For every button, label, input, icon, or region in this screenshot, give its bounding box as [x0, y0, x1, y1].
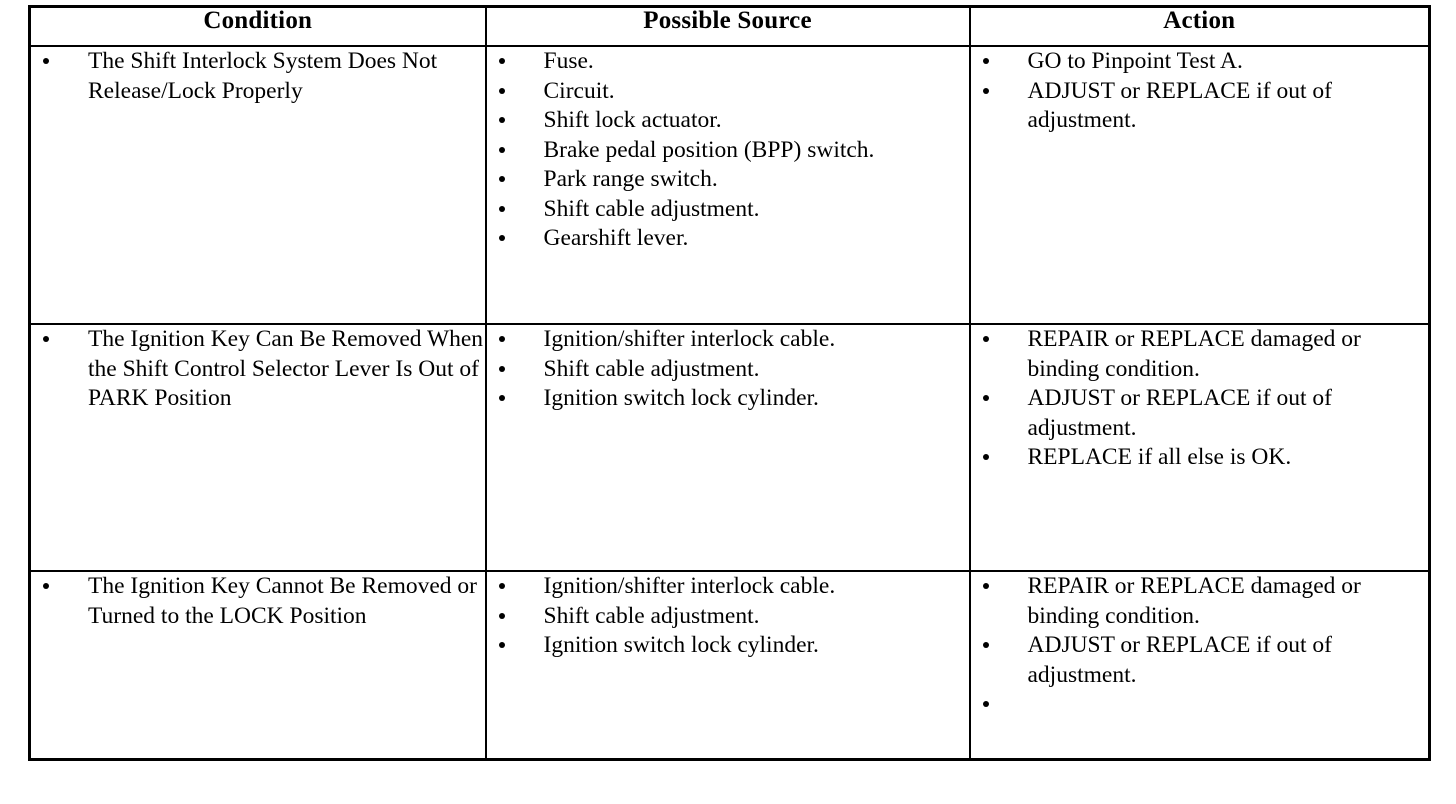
list-item: Ignition/shifter interlock cable.: [487, 325, 969, 355]
bullet-icon: [982, 87, 989, 94]
column-header-possible-source: Possible Source: [484, 5, 971, 47]
list-item: ADJUST or REPLACE if out of adjustment.: [971, 384, 1429, 443]
list-item-label: REPLACE if all else is OK.: [1027, 444, 1292, 470]
possible-source-list: Ignition/shifter interlock cable. Shift …: [487, 325, 969, 414]
table-row: The Ignition Key Can Be Removed When the…: [28, 323, 1431, 572]
bullet-icon: [498, 58, 505, 64]
bullet-icon: [43, 583, 49, 589]
bullet-icon: [43, 58, 49, 64]
list-item: Ignition switch lock cylinder.: [487, 631, 969, 661]
cell-action: REPAIR or REPLACE damaged or binding con…: [968, 323, 1431, 572]
list-item: Gearshift lever.: [487, 224, 969, 254]
list-item: GO to Pinpoint Test A.: [971, 47, 1429, 77]
cell-condition: The Ignition Key Cannot Be Removed or Tu…: [28, 570, 487, 761]
list-item: Shift cable adjustment.: [487, 602, 969, 632]
cell-condition: The Ignition Key Can Be Removed When the…: [28, 323, 487, 572]
bullet-icon: [498, 146, 505, 153]
list-item: Park range switch.: [487, 165, 969, 195]
list-item: Shift cable adjustment.: [487, 195, 969, 225]
list-item-label: GO to Pinpoint Test A.: [1027, 48, 1243, 74]
bullet-icon: [498, 235, 505, 241]
list-item: Brake pedal position (BPP) switch.: [487, 136, 969, 166]
list-item-label: Gearshift lever.: [543, 225, 689, 251]
list-item-label: Ignition switch lock cylinder.: [543, 385, 819, 411]
action-list: REPAIR or REPLACE damaged or binding con…: [971, 572, 1429, 707]
list-item-label: Shift cable adjustment.: [543, 195, 760, 222]
bullet-icon: [498, 117, 505, 123]
action-list: REPAIR or REPLACE damaged or binding con…: [971, 325, 1429, 473]
possible-source-list: Ignition/shifter interlock cable. Shift …: [487, 572, 969, 661]
table-body: The Shift Interlock System Does Not Rele…: [28, 45, 1431, 761]
list-item-label: Ignition switch lock cylinder.: [543, 632, 819, 658]
bullet-icon: [498, 612, 505, 619]
list-item-label: Fuse.: [543, 48, 594, 74]
list-item: Shift cable adjustment.: [487, 355, 969, 385]
cell-possible-source: Ignition/shifter interlock cable. Shift …: [484, 570, 971, 761]
list-item-label: Shift lock actuator.: [543, 107, 722, 133]
list-item: Circuit.: [487, 77, 969, 107]
action-list: GO to Pinpoint Test A. ADJUST or REPLACE…: [971, 47, 1429, 136]
list-item: ADJUST or REPLACE if out of adjustment.: [971, 77, 1429, 136]
list-item: [971, 690, 1429, 707]
table-header: Condition Possible Source Action: [28, 5, 1431, 47]
list-item-label: ADJUST or REPLACE if out of adjustment.: [1027, 632, 1332, 688]
bullet-icon: [498, 395, 505, 401]
list-item: Fuse.: [487, 47, 969, 77]
header-row: Condition Possible Source Action: [28, 5, 1431, 47]
list-item: REPLACE if all else is OK.: [971, 443, 1429, 473]
diagnostic-table: Condition Possible Source Action The Shi…: [28, 5, 1431, 761]
list-item-label: Ignition/shifter interlock cable.: [543, 326, 836, 352]
list-item: Ignition switch lock cylinder.: [487, 384, 969, 414]
list-item-label: Shift cable adjustment.: [543, 355, 760, 382]
list-item: Shift lock actuator.: [487, 106, 969, 136]
bullet-icon: [498, 642, 505, 648]
bullet-icon: [982, 642, 989, 648]
bullet-icon: [982, 454, 989, 460]
bullet-icon: [498, 365, 505, 372]
condition-list: The Ignition Key Can Be Removed When the…: [31, 325, 485, 414]
bullet-icon: [982, 701, 989, 707]
bullet-icon: [498, 87, 505, 94]
bullet-icon: [982, 58, 989, 64]
bullet-icon: [982, 395, 989, 401]
list-item: Ignition/shifter interlock cable.: [487, 572, 969, 602]
list-item-label: Shift cable adjustment.: [543, 602, 760, 629]
list-item: REPAIR or REPLACE damaged or binding con…: [971, 325, 1429, 384]
cell-condition: The Shift Interlock System Does Not Rele…: [28, 45, 487, 325]
column-header-condition: Condition: [28, 5, 487, 47]
list-item-label: Circuit.: [543, 77, 615, 104]
bullet-icon: [498, 176, 505, 182]
condition-list: The Shift Interlock System Does Not Rele…: [31, 47, 485, 106]
list-item-label: Brake pedal position (BPP) switch.: [543, 136, 875, 163]
cell-action: GO to Pinpoint Test A. ADJUST or REPLACE…: [968, 45, 1431, 325]
cell-action: REPAIR or REPLACE damaged or binding con…: [968, 570, 1431, 761]
bullet-icon: [43, 336, 49, 342]
bullet-icon: [498, 583, 505, 589]
list-item: The Ignition Key Cannot Be Removed or Tu…: [31, 572, 485, 631]
bullet-icon: [498, 336, 505, 342]
column-header-action: Action: [968, 5, 1431, 47]
list-item-label: ADJUST or REPLACE if out of adjustment.: [1027, 77, 1332, 134]
possible-source-list: Fuse. Circuit. Shift lock actuator.: [487, 47, 969, 254]
list-item-label: The Ignition Key Cannot Be Removed or Tu…: [88, 573, 477, 629]
list-item-label: The Ignition Key Can Be Removed When the…: [88, 326, 484, 411]
list-item-label: The Shift Interlock System Does Not Rele…: [88, 48, 438, 104]
bullet-icon: [498, 205, 505, 212]
list-item: REPAIR or REPLACE damaged or binding con…: [971, 572, 1429, 631]
list-item-label: REPAIR or REPLACE damaged or binding con…: [1027, 573, 1361, 629]
condition-list: The Ignition Key Cannot Be Removed or Tu…: [31, 572, 485, 631]
list-item-label: Ignition/shifter interlock cable.: [543, 573, 836, 599]
table-row: The Ignition Key Cannot Be Removed or Tu…: [28, 570, 1431, 761]
list-item-label: ADJUST or REPLACE if out of adjustment.: [1027, 385, 1332, 441]
table-row: The Shift Interlock System Does Not Rele…: [28, 45, 1431, 325]
list-item: ADJUST or REPLACE if out of adjustment.: [971, 631, 1429, 690]
bullet-icon: [982, 583, 989, 589]
list-item-label: Park range switch.: [543, 166, 718, 192]
list-item: The Ignition Key Can Be Removed When the…: [31, 325, 485, 414]
list-item-label: REPAIR or REPLACE damaged or binding con…: [1027, 326, 1361, 382]
bullet-icon: [982, 336, 989, 342]
cell-possible-source: Ignition/shifter interlock cable. Shift …: [484, 323, 971, 572]
list-item: The Shift Interlock System Does Not Rele…: [31, 47, 485, 106]
cell-possible-source: Fuse. Circuit. Shift lock actuator.: [484, 45, 971, 325]
